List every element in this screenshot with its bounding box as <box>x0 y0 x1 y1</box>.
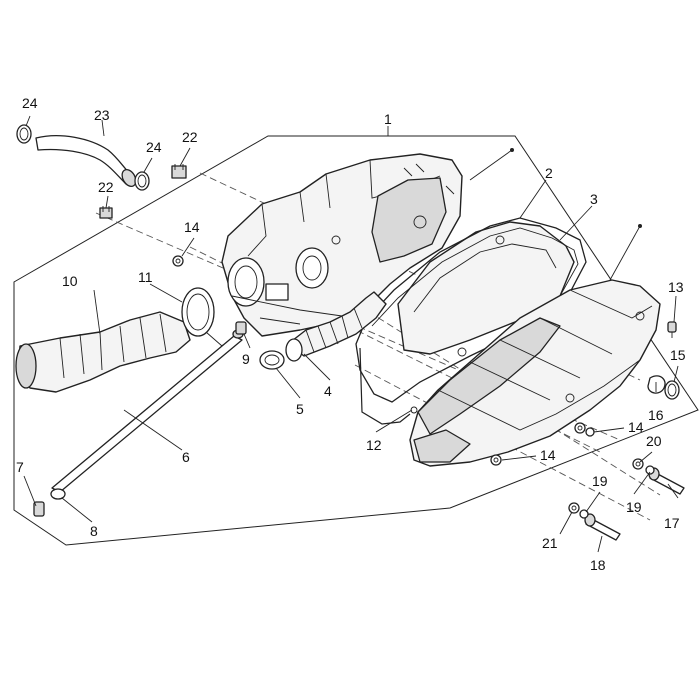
callout-11: 11 <box>138 269 153 285</box>
washer-21 <box>568 502 580 514</box>
housing-bolt <box>235 321 247 335</box>
callout-1: 1 <box>384 111 392 127</box>
seal-ring-15 <box>664 380 680 400</box>
clip-16 <box>647 375 666 394</box>
duct-clamp <box>259 350 285 370</box>
callout-7: 7 <box>16 459 24 475</box>
callout-19-lower: 19 <box>626 499 642 515</box>
callout-14-lower: 14 <box>540 447 556 463</box>
callout-24-left: 24 <box>22 95 38 111</box>
callout-6: 6 <box>182 449 190 465</box>
air-filter-cover <box>409 279 661 467</box>
callout-22-upper: 22 <box>182 129 198 145</box>
clip-nut-lower <box>99 206 113 219</box>
drain-screw <box>33 501 45 517</box>
cover-seal <box>359 347 418 425</box>
callout-16: 16 <box>648 407 664 423</box>
intake-snorkel <box>15 311 191 393</box>
filter-element <box>397 221 575 355</box>
callout-14-upper: 14 <box>184 219 200 235</box>
callout-10: 10 <box>62 273 78 289</box>
cover-screw-13 <box>667 321 677 338</box>
grommet-14-upper <box>172 255 184 267</box>
breather-hose <box>35 135 137 188</box>
callout-19-upper: 19 <box>592 473 608 489</box>
callout-labels: 1 2 3 4 5 6 7 8 9 10 11 12 13 14 14 14 1… <box>16 95 686 573</box>
assembly-frame <box>13 135 699 546</box>
callout-4: 4 <box>324 383 332 399</box>
air-filter-housing <box>221 153 463 337</box>
callout-13: 13 <box>668 279 684 295</box>
callout-12: 12 <box>366 437 382 453</box>
hose-clamp-left <box>16 124 32 144</box>
callout-3: 3 <box>590 191 598 207</box>
clip-nut-upper <box>171 164 187 179</box>
leader-lines <box>23 115 679 553</box>
callout-2: 2 <box>545 165 553 181</box>
callout-21: 21 <box>542 535 558 551</box>
callout-20: 20 <box>646 433 662 449</box>
bolt-17 <box>648 467 685 495</box>
callout-24-right: 24 <box>146 139 162 155</box>
bolt-18 <box>584 513 621 541</box>
callout-23: 23 <box>94 107 110 123</box>
washer-19-upper <box>645 465 655 475</box>
callout-22-lower: 22 <box>98 179 114 195</box>
callout-15: 15 <box>670 347 686 363</box>
grommet-14-lower <box>490 454 502 466</box>
grommet-14-mid <box>574 422 595 437</box>
callout-14-mid: 14 <box>628 419 644 435</box>
callout-8: 8 <box>90 523 98 539</box>
callout-18: 18 <box>590 557 606 573</box>
hose-clamp-right <box>134 171 150 191</box>
callout-17: 17 <box>664 515 680 531</box>
drain-washer <box>50 488 66 500</box>
intake-duct <box>285 291 387 362</box>
callout-5: 5 <box>296 401 304 417</box>
callout-9: 9 <box>242 351 250 367</box>
